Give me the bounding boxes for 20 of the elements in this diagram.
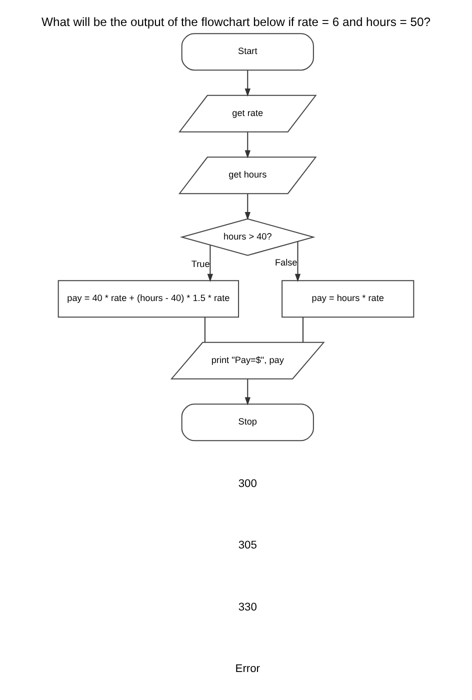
connector [302, 317, 304, 342]
connector [204, 317, 206, 342]
diagram-title: What will be the output of the flowchart below if rate = 6 and hours = 50? [42, 15, 430, 30]
node-diamond: hours > 40? [180, 218, 316, 256]
label: Error [235, 663, 260, 676]
arrow [294, 242, 301, 282]
edge-label: True [191, 259, 210, 270]
arrow [244, 194, 250, 220]
arrow [244, 379, 250, 406]
label: 305 [238, 540, 257, 552]
arrow [244, 132, 250, 158]
label: 300 [238, 478, 257, 490]
node-box: pay = 40 * rate + (hours - 40) * 1.5 * rate [58, 280, 240, 318]
arrow [207, 245, 214, 282]
edge-label: False [274, 257, 298, 268]
label: 330 [238, 601, 257, 614]
node-box: Start [181, 33, 314, 71]
node-box: Stop [181, 404, 314, 442]
arrow [244, 70, 250, 97]
node-box: pay = hours * rate [282, 280, 414, 318]
